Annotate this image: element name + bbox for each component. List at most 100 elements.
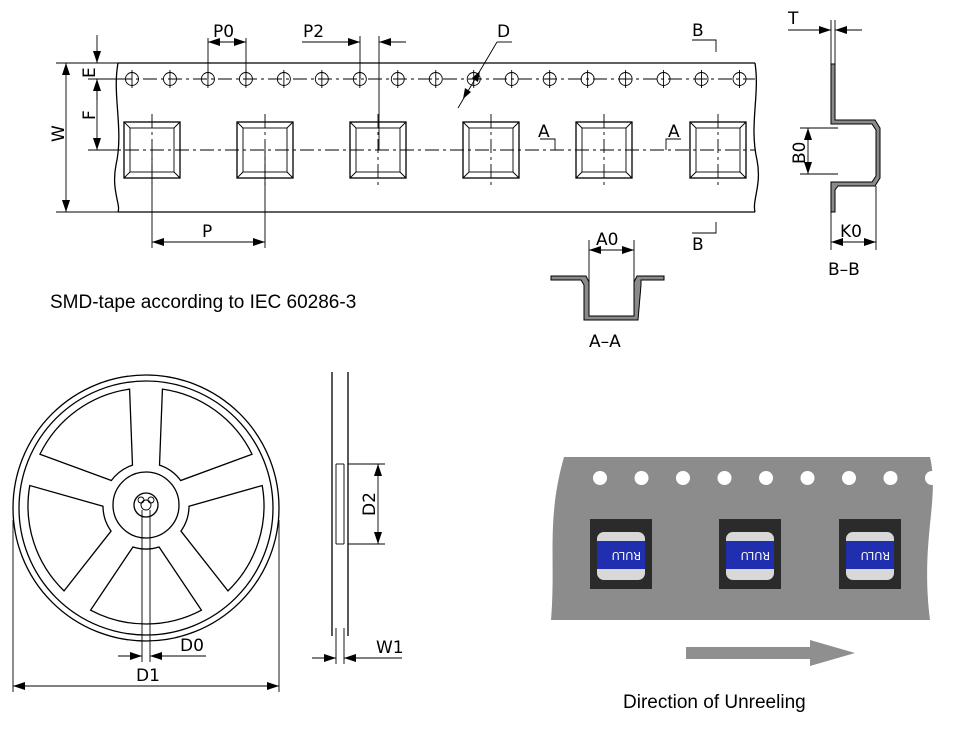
k0-arrow-right <box>864 238 876 246</box>
w1-arrow-right <box>344 654 356 662</box>
p-label: P <box>202 222 212 242</box>
section-bb-view: T B0 K0 B–B <box>787 9 881 280</box>
photo-sprocket-hole <box>842 471 856 485</box>
component-marking: RULU <box>861 549 890 562</box>
pocket-chamfer <box>575 121 633 179</box>
pocket-chamfer <box>236 121 294 179</box>
p0-label: P0 <box>213 22 234 42</box>
d2-label: D2 <box>360 492 380 516</box>
a0-arrow-left <box>589 246 601 254</box>
tape-break-right <box>753 62 760 213</box>
section-a-label-left: A <box>538 122 550 142</box>
photo-sprocket-hole <box>676 471 690 485</box>
photo-sprocket-hole <box>800 471 815 485</box>
d0-arrow-right <box>150 652 162 660</box>
reel-side-view: D2 W1 <box>312 372 404 664</box>
t-arrow-left <box>819 26 831 34</box>
d2-arrow-top <box>374 464 382 476</box>
reel-window <box>158 388 253 482</box>
tape-break-left <box>113 62 120 213</box>
reel-window <box>89 546 203 625</box>
component-blue-band <box>846 541 894 569</box>
reel-window <box>39 388 134 482</box>
w1-arrow-left <box>324 654 336 662</box>
d1-arrow-left <box>13 682 25 690</box>
reel-windows <box>27 388 265 625</box>
f-arrow-bottom <box>93 138 101 150</box>
d1-label: D1 <box>136 666 160 686</box>
direction-caption: Direction of Unreeling <box>623 692 806 713</box>
p-arrow-right <box>253 238 265 246</box>
b0-arrow-bottom <box>804 162 812 174</box>
p2-arrow-right <box>379 38 391 46</box>
k0-label: K0 <box>840 222 862 242</box>
d1-arrow-right <box>267 682 279 690</box>
photo-sprocket-holes <box>593 471 939 485</box>
f-label: F <box>80 110 100 120</box>
w1-label: W1 <box>376 638 404 658</box>
t-arrow-right <box>835 26 847 34</box>
reel-window <box>27 484 112 592</box>
photo-sprocket-hole <box>593 471 607 485</box>
reel-hub-outer <box>112 471 180 539</box>
component-marking: RULU <box>741 549 770 562</box>
section-bb-label: B–B <box>828 260 860 280</box>
d0-arrow-left <box>130 652 142 660</box>
p0-arrow-right <box>234 38 246 46</box>
section-b-mark-bottom <box>692 222 717 234</box>
section-aa-profile <box>550 275 665 321</box>
d-arrow-upper <box>472 71 480 82</box>
direction-arrow-shaft <box>686 647 812 659</box>
p2-label: P2 <box>303 22 324 42</box>
t-label: T <box>787 9 799 29</box>
section-aa-view: A0 A–A <box>550 230 665 352</box>
component-blue-band <box>597 541 645 569</box>
d-label: D <box>497 22 510 42</box>
section-b-label-top: B <box>692 21 704 41</box>
tape-caption: SMD-tape according to IEC 60286-3 <box>50 292 356 313</box>
section-bb-profile <box>830 63 881 213</box>
w-arrow-bottom <box>62 200 70 212</box>
p0-arrow-left <box>208 38 220 46</box>
e-arrow-top <box>93 51 101 63</box>
w-label: W <box>49 125 69 142</box>
section-b-label-bottom: B <box>692 235 704 255</box>
section-b-mark-top <box>692 39 717 52</box>
reel-outer-rim <box>12 374 280 642</box>
reel-center-hole <box>140 499 152 511</box>
photo-sprocket-hole <box>717 471 732 485</box>
pocket-chamfer <box>349 121 407 179</box>
reel-inner-rim <box>18 380 274 636</box>
component-marking: RULU <box>612 549 641 562</box>
a0-label: A0 <box>596 230 618 250</box>
pocket-chamfer <box>123 121 181 179</box>
p2-arrow-left <box>348 38 360 46</box>
component-blue-band <box>726 541 774 569</box>
tape-photo-illustration: RULU RULU RULU Direction of Unreeling <box>551 457 939 713</box>
photo-sprocket-hole <box>883 471 898 485</box>
reel-front-view: D0 D1 <box>12 374 280 692</box>
section-a-mark-left <box>540 138 556 150</box>
p-arrow-left <box>152 238 164 246</box>
b0-label: B0 <box>790 142 810 164</box>
d-arrow-lower <box>463 88 471 99</box>
w-arrow-top <box>62 63 70 75</box>
photo-sprocket-hole <box>634 471 649 485</box>
reel-window <box>180 484 265 592</box>
direction-arrow-head <box>810 640 855 666</box>
reel-hub-inner <box>133 492 159 518</box>
k0-arrow-left <box>831 238 843 246</box>
d0-label: D0 <box>180 636 204 656</box>
section-a-label-right: A <box>668 122 680 142</box>
pocket-chamfer <box>462 121 520 179</box>
reel-drive-hole-1 <box>137 496 145 504</box>
d2-arrow-bottom <box>374 532 382 544</box>
photo-pockets-with-components: RULU RULU RULU <box>590 519 901 589</box>
photo-sprocket-hole <box>759 471 773 485</box>
section-aa-label: A–A <box>589 332 621 352</box>
b0-arrow-top <box>804 128 812 140</box>
photo-sprocket-hole <box>925 471 939 485</box>
reel-drive-hole-2 <box>147 496 155 504</box>
a0-arrow-right <box>622 246 634 254</box>
